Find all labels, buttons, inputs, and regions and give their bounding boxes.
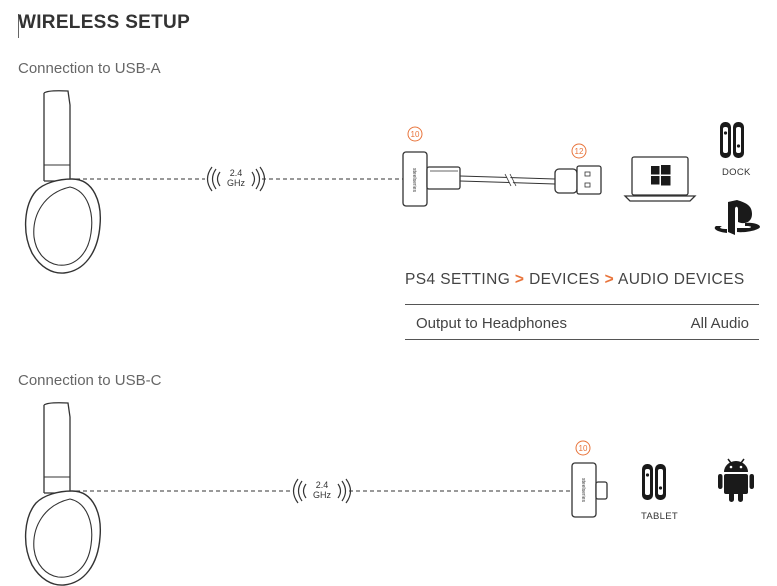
usb-cable-icon bbox=[459, 165, 602, 195]
ps4-path-step: DEVICES bbox=[529, 271, 600, 288]
windows-logo-icon bbox=[651, 165, 671, 186]
wireless-signal-icon: 2.4 GHz bbox=[206, 166, 266, 192]
dock-caption: DOCK bbox=[722, 167, 751, 178]
nintendo-switch-icon bbox=[642, 464, 666, 500]
nintendo-switch-icon bbox=[720, 122, 744, 158]
headset-icon bbox=[24, 402, 101, 586]
wireless-signal-icon: 2.4 GHz bbox=[292, 478, 352, 504]
svg-text:steelseries: steelseries bbox=[580, 478, 586, 502]
signal-value: 2.4 bbox=[230, 168, 243, 178]
svg-text:10: 10 bbox=[411, 130, 420, 139]
page-title: WIRELESS SETUP bbox=[18, 12, 191, 33]
usb-dongle-icon: steelseries bbox=[402, 151, 461, 207]
headset-icon bbox=[24, 90, 101, 274]
usb-c-dongle-icon: steelseries bbox=[571, 462, 608, 518]
signal-unit: GHz bbox=[227, 178, 246, 188]
ps4-path-step: PS4 SETTING bbox=[405, 271, 511, 288]
path-separator: > bbox=[514, 271, 525, 288]
callout-10: 10 bbox=[575, 440, 591, 456]
playstation-icon bbox=[714, 200, 760, 235]
callout-12: 12 bbox=[571, 143, 587, 159]
signal-unit: GHz bbox=[313, 490, 332, 500]
ps4-settings-path: PS4 SETTING > DEVICES > AUDIO DEVICES bbox=[405, 271, 745, 289]
svg-text:10: 10 bbox=[579, 444, 588, 453]
title-bar bbox=[18, 14, 19, 38]
ps4-path-step: AUDIO DEVICES bbox=[617, 271, 745, 288]
android-icon bbox=[718, 458, 754, 502]
ps4-table-top-rule bbox=[405, 304, 759, 305]
ps4-table-bottom-rule bbox=[405, 339, 759, 340]
section-usb-c-heading: Connection to USB-C bbox=[18, 372, 162, 389]
laptop-windows-icon bbox=[623, 156, 697, 202]
path-separator: > bbox=[604, 271, 615, 288]
signal-value: 2.4 bbox=[316, 480, 329, 490]
svg-text:steelseries: steelseries bbox=[411, 168, 417, 192]
tablet-caption: TABLET bbox=[641, 511, 678, 522]
section-usb-a-heading: Connection to USB-A bbox=[18, 60, 161, 77]
callout-10: 10 bbox=[407, 126, 423, 142]
ps4-row-value: All Audio bbox=[690, 315, 749, 332]
ps4-row-label: Output to Headphones bbox=[416, 315, 567, 332]
svg-text:12: 12 bbox=[575, 147, 584, 156]
